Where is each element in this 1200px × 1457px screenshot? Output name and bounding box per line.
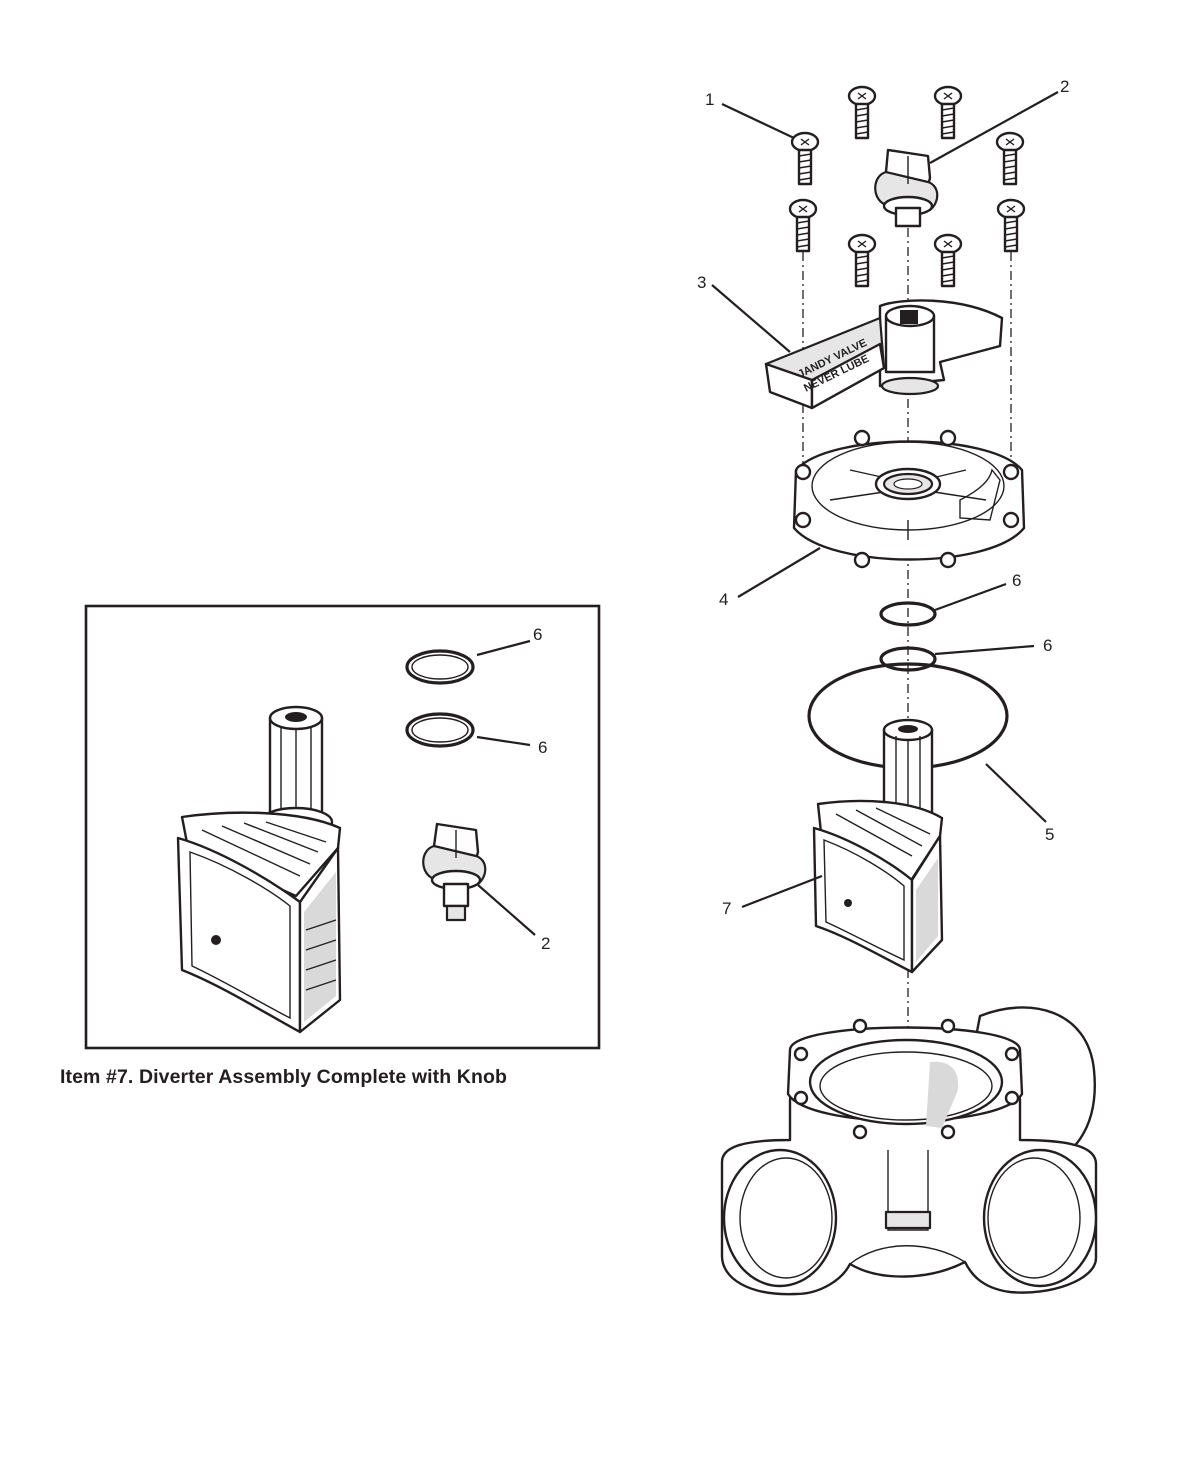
callout-1: 1 [705, 90, 714, 109]
inset-callout-2: 2 [541, 934, 550, 953]
callout-4: 4 [719, 590, 728, 609]
inset-callout-6b: 6 [538, 738, 547, 757]
inset-leader-6b [476, 735, 531, 747]
callout-6-upper: 6 [1012, 571, 1021, 590]
screw-1 [790, 131, 820, 186]
inset-diverter [176, 705, 342, 1034]
screw-3 [933, 85, 963, 140]
diverter [812, 718, 944, 974]
screw-8 [996, 198, 1026, 253]
leaders [711, 91, 1059, 909]
screw-6 [847, 233, 877, 288]
callout-6-lower: 6 [1043, 636, 1052, 655]
inset-knob [422, 822, 487, 922]
screw-4 [995, 131, 1025, 186]
valve-body [720, 1006, 1098, 1296]
inset-leader-2 [477, 884, 536, 936]
valve-cover [792, 429, 1026, 569]
callout-5: 5 [1045, 825, 1054, 844]
inset-caption: Item #7. Diverter Assembly Complete with… [60, 1066, 507, 1088]
inset-leader-6a [476, 639, 531, 657]
callout-2: 2 [1060, 77, 1069, 96]
inset-o-ring-2 [405, 712, 475, 748]
callout-7: 7 [722, 899, 731, 918]
callout-3: 3 [697, 273, 706, 292]
screws [788, 85, 1026, 288]
knob [874, 148, 939, 228]
screw-7 [933, 233, 963, 288]
inset-box: 6 6 2 [84, 604, 601, 1050]
handle: JANDY VALVE NEVER LUBE [764, 299, 1004, 410]
screw-2 [847, 85, 877, 140]
screw-5 [788, 198, 818, 253]
o-ring-small [879, 601, 937, 627]
inset-callout-6a: 6 [533, 625, 542, 644]
inset-o-ring-1 [405, 649, 475, 685]
o-ring-medium [879, 646, 937, 672]
